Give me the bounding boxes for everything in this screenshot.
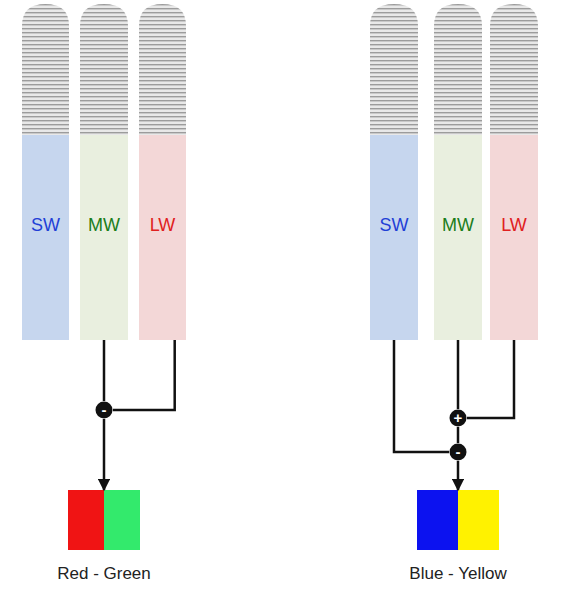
channel-label: Red - Green [57,564,151,583]
outer-segment [434,4,482,136]
color-swatch [68,490,104,550]
channel-label: Blue - Yellow [409,564,506,583]
junction-circle-shape [450,410,467,427]
cone-segment: LW [139,135,186,340]
signal-arrow [457,461,460,490]
signal-wire [103,340,106,401]
junction-circle-shape [96,402,113,419]
color-swatch-node: Red - Green [44,490,164,582]
junction-circle: - [95,401,113,419]
cone-label: SW [380,215,409,236]
signal-wire [394,340,449,452]
cone-segment: MW [80,135,128,340]
operator-sign: - [456,444,461,459]
signal-arrow [103,419,106,490]
signal-wire [113,340,175,410]
cone-segment: SW [370,135,418,340]
color-swatch [458,490,499,550]
signal-wire [467,340,514,418]
outer-segment [490,4,538,136]
junction-circle: + [449,409,467,427]
cone-label: LW [150,215,176,236]
operator-sign: + [454,410,463,425]
cone-segment: MW [434,135,482,340]
cone-label: SW [31,215,60,236]
color-swatch-node: Blue - Yellow [398,490,518,582]
outer-segment [139,4,186,136]
cone-segment: LW [490,135,538,340]
signal-wire [457,427,460,443]
color-swatch [417,490,458,550]
outer-segment [80,4,128,136]
cone-label: LW [501,215,527,236]
cone-segment: SW [22,135,69,340]
junction-circle: - [449,443,467,461]
cone-label: MW [88,215,120,236]
outer-segment [22,4,69,136]
junction-circle-shape [450,444,467,461]
operator-sign: - [102,402,107,417]
cone-label: MW [442,215,474,236]
color-swatch [104,490,140,550]
outer-segment [370,4,418,136]
signal-wire [457,340,460,409]
